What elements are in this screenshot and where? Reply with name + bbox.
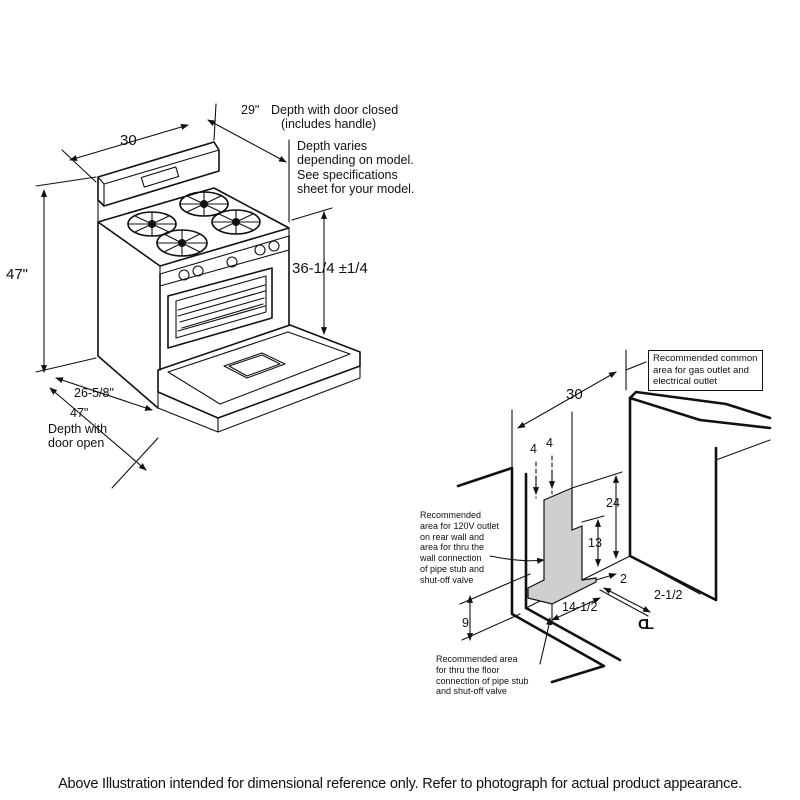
installation-dimensions bbox=[459, 361, 651, 665]
centerline-mark: CL bbox=[638, 616, 654, 633]
side-depth-label: 26-5/8" bbox=[74, 386, 114, 400]
open-depth-caption: Depth with door open bbox=[48, 422, 108, 451]
depth-closed-value: 29" bbox=[241, 103, 260, 117]
range-dimensions bbox=[35, 103, 333, 489]
recommended-area-shading bbox=[527, 487, 597, 605]
dim-13: 13 bbox=[588, 536, 602, 550]
depth-varies-note: Depth varies depending on model. See spe… bbox=[297, 139, 415, 197]
install-width-label: 30 bbox=[566, 386, 583, 403]
cabinet-outline bbox=[628, 396, 772, 602]
floor-area-note: Recommended area for thru the floor conn… bbox=[436, 654, 529, 697]
range-width-label: 30 bbox=[120, 132, 137, 149]
burner-grates bbox=[127, 191, 261, 257]
cooktop-height-label: 36-1/4 ±1/4 bbox=[292, 260, 368, 277]
dim-24: 24 bbox=[606, 496, 620, 510]
dim-4-left: 4 bbox=[530, 442, 537, 456]
dim-14-1-2: 14-1/2 bbox=[562, 600, 598, 614]
dim-2: 2 bbox=[620, 572, 627, 586]
dim-4-right: 4 bbox=[546, 436, 553, 450]
range-backguard bbox=[97, 141, 220, 207]
range-illustration bbox=[97, 141, 361, 433]
range-body bbox=[97, 221, 290, 409]
left-wall-outline bbox=[456, 466, 606, 684]
installation-illustration bbox=[456, 349, 772, 684]
open-depth-value: 47" bbox=[70, 406, 89, 420]
range-height-label: 47" bbox=[6, 266, 29, 283]
disclaimer-footer: Above Illustration intended for dimensio… bbox=[58, 776, 742, 792]
common-area-note: Recommended common area for gas outlet a… bbox=[648, 350, 763, 391]
dim-2-1-2: 2-1/2 bbox=[654, 588, 683, 602]
wall-area-note: Recommended area for 120V outlet on rear… bbox=[420, 510, 500, 585]
dim-9: 9 bbox=[462, 616, 469, 630]
depth-closed-caption: Depth with door closed (includes handle) bbox=[271, 103, 399, 132]
